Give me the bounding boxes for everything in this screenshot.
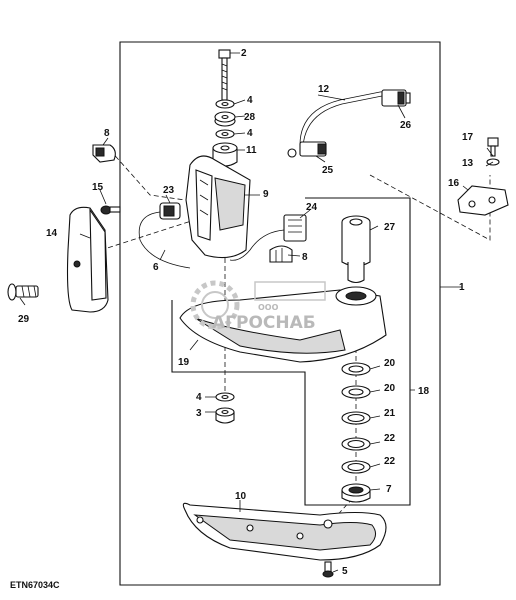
callout-27: 27	[384, 222, 396, 233]
callout-12: 12	[318, 84, 330, 95]
wire-to-24	[229, 229, 285, 261]
wire-harness-12	[299, 91, 396, 146]
guard-10	[182, 502, 387, 561]
screw-5	[322, 561, 334, 578]
spacer-28	[214, 111, 236, 127]
bracket-16	[457, 185, 509, 216]
connector-25	[287, 141, 327, 158]
clip-8-left	[92, 144, 116, 163]
ring-21	[341, 411, 371, 425]
callout-8-left: 8	[104, 128, 110, 139]
callout-4-top: 4	[247, 95, 253, 106]
callout-24: 24	[306, 202, 318, 213]
watermark-brand: АГРОСНАБ	[212, 313, 316, 333]
callout-25: 25	[322, 165, 334, 176]
cover-14	[66, 206, 109, 313]
callout-7: 7	[386, 484, 392, 495]
ring-22-bottom	[341, 460, 371, 474]
callout-11: 11	[246, 145, 257, 156]
wire-harness-12b	[302, 95, 383, 148]
watermark-prefix: ООО	[258, 303, 279, 312]
nut-3	[215, 407, 235, 424]
callout-21: 21	[384, 408, 396, 419]
subassembly-bracket	[171, 197, 411, 506]
callout-20-top: 20	[384, 358, 396, 369]
ring-20-top	[341, 362, 371, 376]
callout-6: 6	[153, 262, 159, 273]
connector-26	[381, 89, 411, 107]
callout-28: 28	[244, 112, 256, 123]
watermark-logo	[190, 280, 326, 330]
ring-20-bottom	[341, 385, 371, 399]
ring-22-top	[341, 437, 371, 451]
alignment-line-left	[109, 149, 186, 201]
callout-14: 14	[46, 228, 58, 239]
callout-8-right: 8	[302, 252, 308, 263]
screw-15	[100, 205, 121, 215]
leader-lines	[19, 52, 494, 573]
callout-20-bottom: 20	[384, 383, 396, 394]
callout-22-bottom: 22	[384, 456, 396, 467]
shaft-27	[341, 215, 371, 284]
callout-23: 23	[163, 185, 175, 196]
callout-4-middle: 4	[247, 128, 253, 139]
callout-10: 10	[235, 491, 247, 502]
washer-4-lower	[215, 392, 235, 402]
bearing-7	[341, 483, 371, 503]
callout-13: 13	[462, 158, 474, 169]
assembly-frame	[119, 41, 441, 586]
bolt-17	[487, 137, 499, 157]
wire-6	[138, 211, 191, 269]
callout-4-lower: 4	[196, 392, 202, 403]
housing-9	[185, 155, 251, 259]
washer-4-top	[215, 99, 235, 109]
callout-3: 3	[196, 408, 202, 419]
bolt-2	[218, 49, 231, 101]
callout-18: 18	[418, 386, 430, 397]
callout-1: 1	[459, 282, 465, 293]
callout-29: 29	[18, 314, 30, 325]
callout-19: 19	[178, 357, 190, 368]
callout-22-top: 22	[384, 433, 396, 444]
deflector-19	[179, 286, 387, 363]
callout-17: 17	[462, 132, 474, 143]
callout-5: 5	[342, 566, 348, 577]
callout-26: 26	[400, 120, 412, 131]
switch-23	[159, 202, 181, 220]
callout-15: 15	[92, 182, 104, 193]
screw-29	[7, 283, 39, 301]
clip-8-right	[269, 245, 293, 263]
callout-2: 2	[241, 48, 247, 59]
callout-9: 9	[263, 189, 269, 200]
washer-4-middle	[215, 129, 235, 139]
connector-24	[283, 214, 307, 242]
callout-16: 16	[448, 178, 460, 189]
figure-code: ETN67034C	[10, 580, 60, 590]
